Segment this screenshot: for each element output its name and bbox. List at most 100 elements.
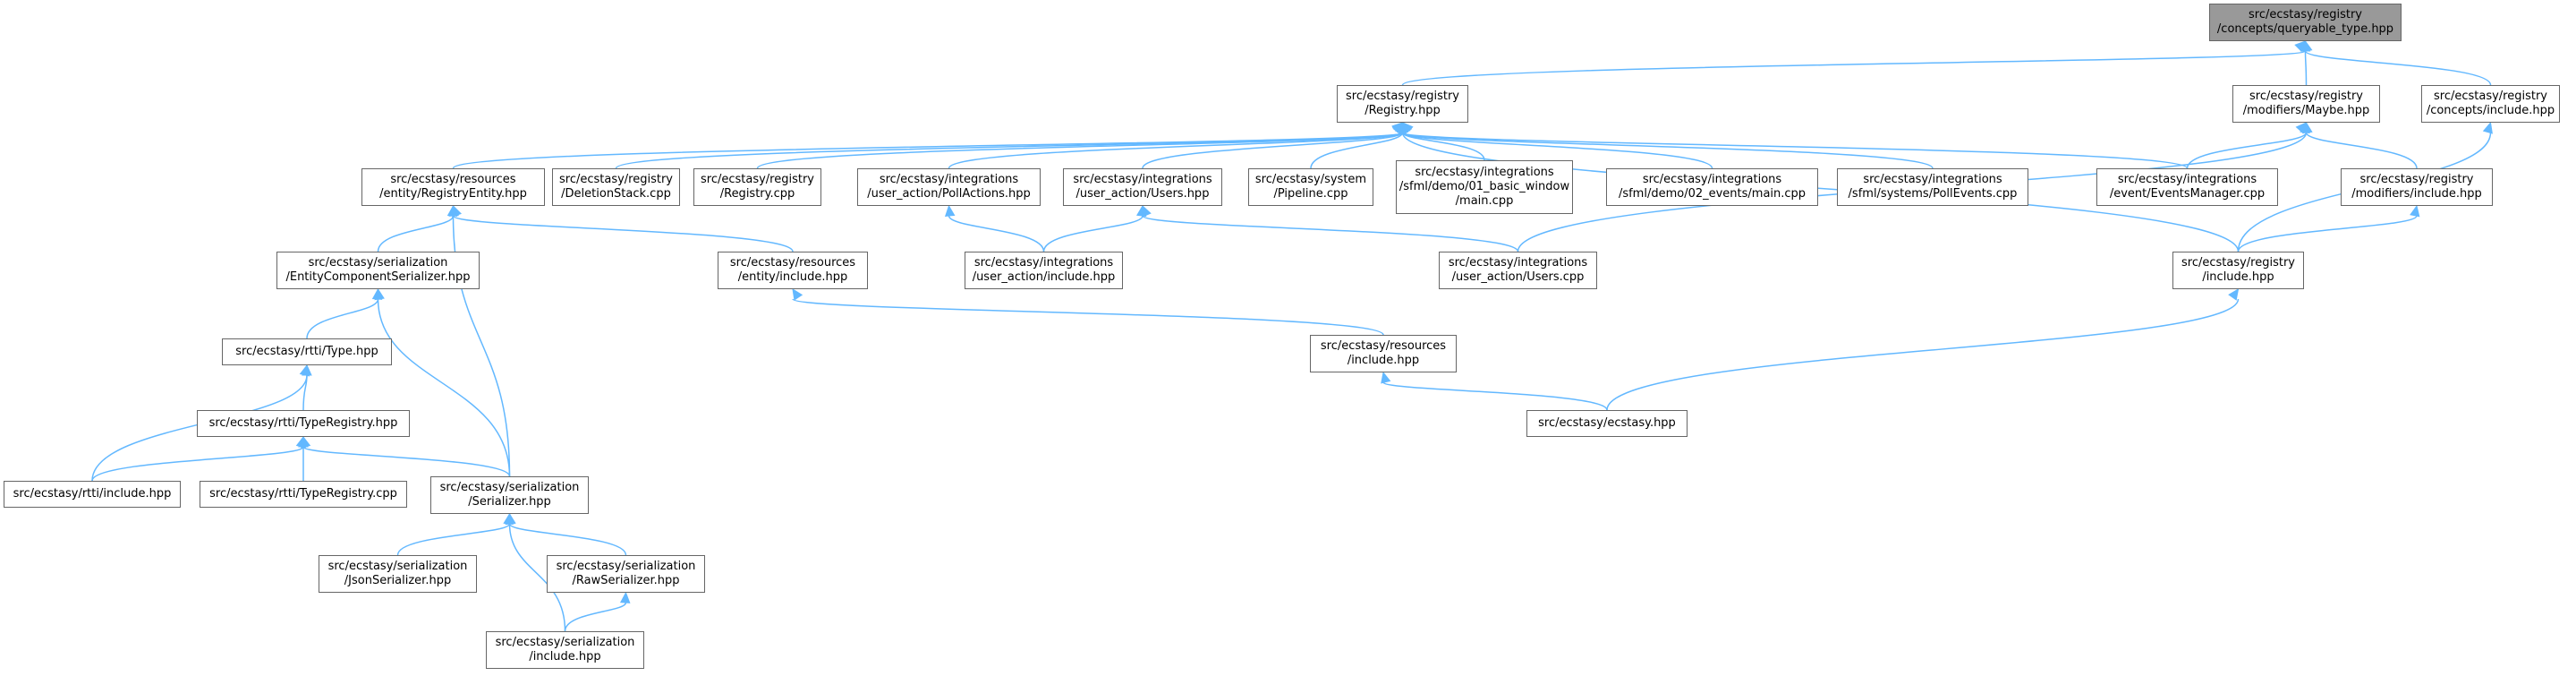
graph-node-poll-events[interactable]: src/ecstasy/integrations/sfml/systems/Po… (1837, 168, 2028, 206)
node-label-line: /Registry.hpp (1365, 104, 1441, 117)
edge-resources_include-to-ecstasy_hpp (1382, 381, 1608, 411)
node-label-line: /entity/include.hpp (737, 270, 848, 284)
edge-registry_include-to-ecstasy_hpp (1606, 298, 2240, 411)
node-label-line: src/ecstasy/integrations (1863, 173, 2002, 186)
edge-maybe-to-modifiers_include (2305, 132, 2418, 169)
node-label-line: src/ecstasy/serialization (308, 256, 448, 270)
node-label-line: src/ecstasy/integrations (1642, 173, 1782, 186)
edge-entity_component_ser-to-type_hpp (306, 298, 379, 339)
edge-registry_hpp-to-registry_cpp (756, 132, 1404, 169)
node-label-line: /include.hpp (529, 650, 601, 663)
edge-arrowhead (2228, 288, 2240, 301)
edge-type_registry_hpp-to-serializer_hpp (302, 446, 511, 477)
edge-registry_hpp-to-users_hpp (1142, 132, 1404, 169)
edge-registry_hpp-to-registry_entity (452, 132, 1404, 169)
node-label-line: /include.hpp (1347, 354, 1420, 367)
node-label-line: /concepts/include.hpp (2426, 104, 2555, 117)
node-label-line: src/ecstasy/rtti/Type.hpp (235, 345, 378, 358)
node-label-line: src/ecstasy/integrations (2117, 173, 2257, 186)
edge-entity_include-to-resources_include (792, 298, 1384, 336)
node-label-line: src/ecstasy/registry (2181, 256, 2296, 270)
node-label-line: /sfml/demo/02_events/main.cpp (1618, 187, 1807, 201)
graph-node-registry-include[interactable]: src/ecstasy/registry/include.hpp (2172, 252, 2304, 289)
edge-arrowhead (2302, 39, 2313, 53)
graph-node-demo01[interactable]: src/ecstasy/integrations/sfml/demo/01_ba… (1396, 160, 1573, 214)
graph-node-modifiers-include[interactable]: src/ecstasy/registry/modifiers/include.h… (2341, 168, 2493, 206)
edge-registry_hpp-to-pipeline (1310, 132, 1404, 169)
node-label-line: /DeletionStack.cpp (561, 187, 671, 201)
node-label-line: src/ecstasy/registry (2248, 8, 2363, 21)
graph-node-entity-include[interactable]: src/ecstasy/resources/entity/include.hpp (718, 252, 868, 289)
node-label-line: src/ecstasy/registry (2249, 90, 2364, 103)
graph-node-registry-entity[interactable]: src/ecstasy/resources/entity/RegistryEnt… (361, 168, 545, 206)
edge-entity_component_ser-to-serializer_hpp (377, 298, 511, 477)
node-label-line: /concepts/queryable_type.hpp (2216, 22, 2394, 36)
edge-queryable-to-maybe (2304, 50, 2308, 86)
edge-serializer_hpp-to-json_ser (396, 523, 511, 556)
node-label-line: src/ecstasy/integrations (1073, 173, 1212, 186)
node-label-line: /Serializer.hpp (468, 495, 551, 509)
graph-node-user-action-include[interactable]: src/ecstasy/integrations/user_action/inc… (965, 252, 1123, 289)
node-label-line: /EntityComponentSerializer.hpp (285, 270, 471, 284)
edge-registry_hpp-to-demo02 (1401, 132, 1713, 169)
graph-node-deletion-stack[interactable]: src/ecstasy/registry/DeletionStack.cpp (552, 168, 680, 206)
graph-node-concepts-include[interactable]: src/ecstasy/registry/concepts/include.hp… (2421, 85, 2560, 123)
graph-node-serialization-include[interactable]: src/ecstasy/serialization/include.hpp (486, 631, 644, 669)
graph-node-demo02[interactable]: src/ecstasy/integrations/sfml/demo/02_ev… (1606, 168, 1818, 206)
graph-node-rtti-include[interactable]: src/ecstasy/rtti/include.hpp (4, 481, 181, 508)
edge-registry_entity-to-entity_component_ser (377, 215, 455, 252)
node-label-line: /modifiers/Maybe.hpp (2242, 104, 2370, 117)
node-label-line: src/ecstasy/integrations (1448, 256, 1588, 270)
graph-node-events-manager[interactable]: src/ecstasy/integrations/event/EventsMan… (2096, 168, 2278, 206)
node-label-line: src/ecstasy/resources (1320, 339, 1447, 353)
node-label-line: /sfml/systems/PollEvents.cpp (1848, 187, 2018, 201)
graph-node-json-ser[interactable]: src/ecstasy/serialization/JsonSerializer… (319, 555, 477, 593)
graph-node-registry-hpp[interactable]: src/ecstasy/registry/Registry.hpp (1337, 85, 1468, 123)
graph-node-registry-cpp[interactable]: src/ecstasy/registry/Registry.cpp (693, 168, 821, 206)
edge-arrowhead (448, 204, 459, 217)
graph-node-users-hpp[interactable]: src/ecstasy/integrations/user_action/Use… (1063, 168, 1222, 206)
edge-queryable-to-registry_hpp (1401, 50, 2307, 86)
edge-modifiers_include-to-registry_include (2237, 215, 2418, 252)
edge-users_hpp-to-user_action_include (1042, 215, 1143, 252)
node-label-line: src/ecstasy/registry (2433, 90, 2548, 103)
node-label-line: src/ecstasy/serialization (327, 560, 468, 573)
edge-arrowhead (792, 287, 803, 301)
edge-arrowhead (1142, 204, 1152, 218)
graph-node-type-registry-cpp[interactable]: src/ecstasy/rtti/TypeRegistry.cpp (200, 481, 407, 508)
edge-registry_hpp-to-demo01 (1401, 132, 1485, 161)
node-label-line: /main.cpp (1455, 194, 1514, 208)
node-label-line: src/ecstasy/resources (729, 256, 856, 270)
graph-node-serializer-hpp[interactable]: src/ecstasy/serialization/Serializer.hpp (430, 476, 589, 514)
node-label-line: /event/EventsManager.cpp (2109, 187, 2266, 201)
edge-type_registry_hpp-to-rtti_include (91, 446, 304, 482)
edge-arrowhead (2482, 121, 2493, 134)
graph-node-type-hpp[interactable]: src/ecstasy/rtti/Type.hpp (222, 338, 392, 365)
node-label-line: /JsonSerializer.hpp (344, 574, 452, 587)
graph-node-raw-ser[interactable]: src/ecstasy/serialization/RawSerializer.… (547, 555, 705, 593)
graph-node-maybe[interactable]: src/ecstasy/registry/modifiers/Maybe.hpp (2232, 85, 2380, 123)
edge-arrowhead (1381, 371, 1391, 384)
node-label-line: /user_action/PollActions.hpp (867, 187, 1031, 201)
graph-node-users-cpp[interactable]: src/ecstasy/integrations/user_action/Use… (1439, 252, 1597, 289)
node-label-line: /RawSerializer.hpp (572, 574, 680, 587)
node-label-line: src/ecstasy/serialization (495, 636, 635, 649)
edge-poll_actions-to-user_action_include (948, 215, 1045, 252)
graph-node-resources-include[interactable]: src/ecstasy/resources/include.hpp (1310, 335, 1457, 372)
edge-arrowhead (2295, 122, 2308, 134)
node-label-line: src/ecstasy/registry (1345, 90, 1460, 103)
edge-registry_hpp-to-poll_actions (948, 132, 1404, 169)
edge-queryable-to-concepts_include (2304, 50, 2492, 86)
edge-serializer_hpp-to-raw_ser (508, 523, 627, 556)
node-label-line: /Pipeline.cpp (1273, 187, 1348, 201)
graph-node-entity-component-ser[interactable]: src/ecstasy/serialization/EntityComponen… (276, 252, 480, 289)
node-label-line: src/ecstasy/registry (2359, 173, 2474, 186)
graph-node-ecstasy-hpp[interactable]: src/ecstasy/ecstasy.hpp (1526, 410, 1688, 437)
graph-node-poll-actions[interactable]: src/ecstasy/integrations/user_action/Pol… (857, 168, 1041, 206)
node-label-line: src/ecstasy/registry (558, 173, 674, 186)
graph-node-queryable: src/ecstasy/registry/concepts/queryable_… (2209, 4, 2402, 41)
graph-node-pipeline[interactable]: src/ecstasy/system/Pipeline.cpp (1248, 168, 1373, 206)
graph-node-type-registry-hpp[interactable]: src/ecstasy/rtti/TypeRegistry.hpp (197, 410, 410, 437)
